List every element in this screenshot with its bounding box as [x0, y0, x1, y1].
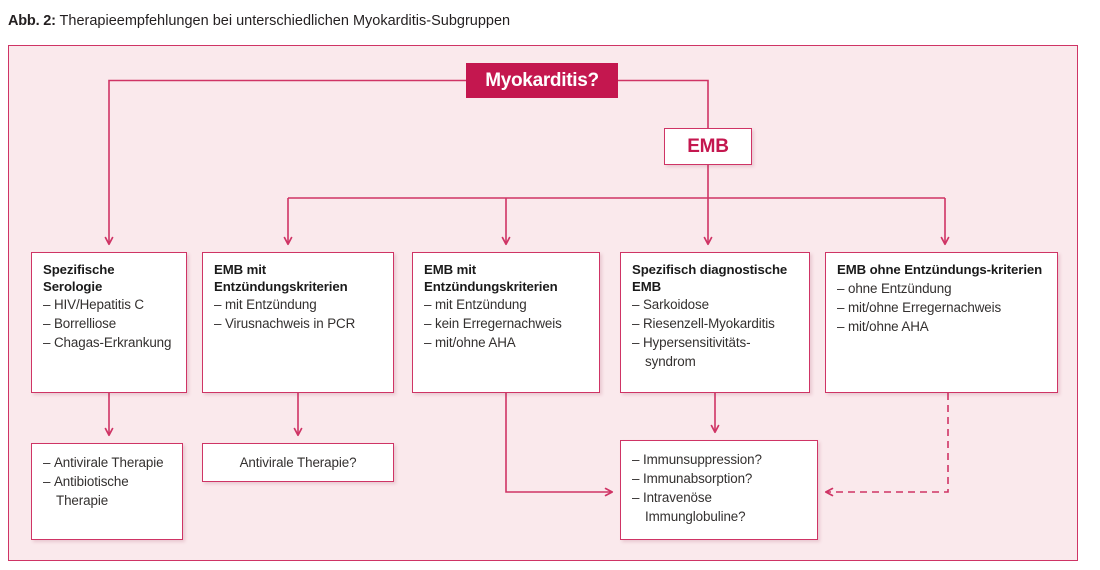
node-spezifische-serologie[interactable]: Spezifische Serologie HIV/Hepatitis C Bo… [31, 252, 187, 393]
list-item: Immunsuppression? [632, 450, 807, 469]
node-spezifisch-diagnostische-emb[interactable]: Spezifisch diagnostische EMB Sarkoidose … [620, 252, 810, 393]
node-title: EMB mit Entzündungskriterien [214, 262, 348, 294]
figure-number: Abb. 2: [8, 13, 56, 29]
node-myokarditis-label: Myokarditis? [485, 69, 599, 91]
node-item-list: Antivirale Therapie Antibiotische Therap… [43, 453, 172, 510]
node-myokarditis[interactable]: Myokarditis? [466, 63, 618, 98]
node-title: Spezifische Serologie [43, 262, 115, 294]
list-item: Chagas-Erkrankung [43, 333, 176, 352]
figure-title: Therapieempfehlungen bei unterschiedlich… [59, 13, 511, 29]
node-antivirale-therapie[interactable]: Antivirale Therapie? [202, 443, 394, 482]
list-item: ohne Entzündung [837, 279, 1047, 298]
list-item: Borrelliose [43, 314, 176, 333]
list-item: mit Entzündung [424, 295, 589, 314]
list-item: mit/ohne AHA [837, 317, 1047, 336]
node-item-list: mit Entzündung Virusnachweis in PCR [214, 295, 383, 333]
list-item: HIV/Hepatitis C [43, 295, 176, 314]
node-emb-mit-entzuendungskriterien-2[interactable]: EMB mit Entzündungskriterien mit Entzünd… [412, 252, 600, 393]
node-emb-ohne-entzuendungskriterien[interactable]: EMB ohne Entzündungs-kriterien ohne Entz… [825, 252, 1058, 393]
node-label: Antivirale Therapie? [239, 455, 357, 470]
list-item: mit Entzündung [214, 295, 383, 314]
node-immunsuppression-optionen[interactable]: Immunsuppression? Immunabsorption? Intra… [620, 440, 818, 540]
list-item: Riesenzell-Myokarditis [632, 314, 799, 333]
node-item-list: HIV/Hepatitis C Borrelliose Chagas-Erkra… [43, 295, 176, 352]
node-title: EMB ohne Entzündungs-kriterien [837, 262, 1043, 277]
node-antivirale-antibiotische-therapie[interactable]: Antivirale Therapie Antibiotische Therap… [31, 443, 183, 540]
node-emb-label: EMB [687, 135, 729, 157]
list-item: Hypersensitivitäts-syndrom [632, 333, 799, 371]
figure-caption: Abb. 2: Therapieempfehlungen bei untersc… [8, 8, 1088, 34]
node-title: Spezifisch diagnostische EMB [632, 262, 788, 294]
list-item: Immunabsorption? [632, 469, 807, 488]
node-item-list: ohne Entzündung mit/ohne Erregernachweis… [837, 279, 1047, 336]
list-item: mit/ohne Erregernachweis [837, 298, 1047, 317]
list-item: Intravenöse Immunglobuline? [632, 488, 807, 526]
node-emb-mit-entzuendungskriterien-1[interactable]: EMB mit Entzündungskriterien mit Entzünd… [202, 252, 394, 393]
node-item-list: mit Entzündung kein Erregernachweis mit/… [424, 295, 589, 352]
list-item: kein Erregernachweis [424, 314, 589, 333]
list-item: Virusnachweis in PCR [214, 314, 383, 333]
list-item: Antibiotische Therapie [43, 472, 172, 510]
list-item: mit/ohne AHA [424, 333, 589, 352]
list-item: Antivirale Therapie [43, 453, 172, 472]
node-emb[interactable]: EMB [664, 128, 752, 165]
node-title: EMB mit Entzündungskriterien [424, 262, 558, 294]
node-item-list: Sarkoidose Riesenzell-Myokarditis Hypers… [632, 295, 799, 371]
list-item: Sarkoidose [632, 295, 799, 314]
node-item-list: Immunsuppression? Immunabsorption? Intra… [632, 450, 807, 526]
